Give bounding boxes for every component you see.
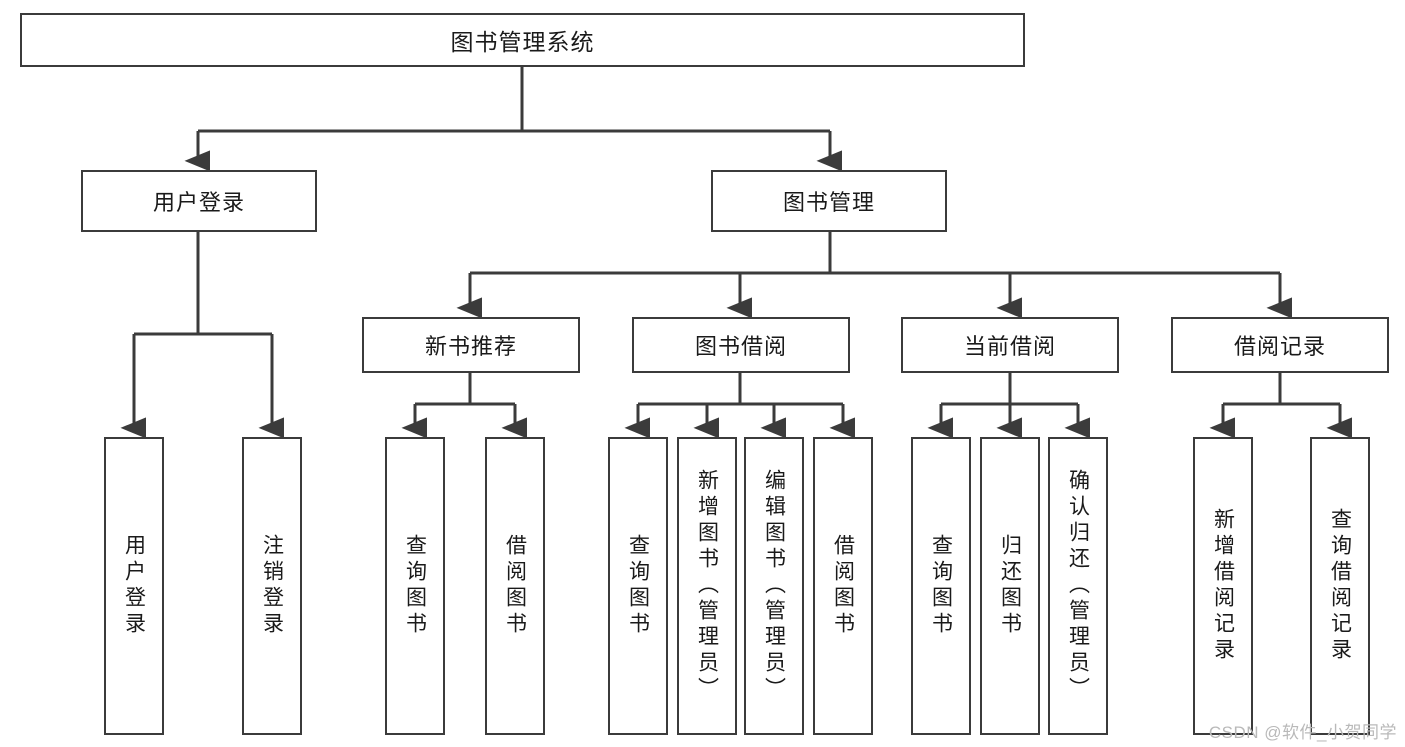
leaf-label: 借阅图书: [831, 534, 855, 638]
node-label: 图书借阅: [694, 334, 787, 359]
leaf-label: 新增借阅记录: [1211, 508, 1235, 664]
leaf-confirm-return[interactable]: 确认归还（管理员）: [1048, 437, 1108, 735]
node-book-management-system[interactable]: 图书管理系统: [20, 13, 1025, 67]
leaf-query-book-3[interactable]: 查询图书: [911, 437, 971, 735]
leaf-label: 用户登录: [122, 534, 146, 638]
leaf-query-record[interactable]: 查询借阅记录: [1310, 437, 1370, 735]
leaf-label: 注销登录: [260, 534, 284, 638]
leaf-add-record[interactable]: 新增借阅记录: [1193, 437, 1253, 735]
leaf-label: 归还图书: [998, 534, 1022, 638]
node-book-management[interactable]: 图书管理: [711, 170, 947, 232]
csdn-watermark: CSDN @软件_小贺同学: [1208, 723, 1397, 742]
leaf-label: 编辑图书（管理员）: [762, 469, 786, 703]
node-label: 借阅记录: [1233, 334, 1326, 359]
node-current-borrow[interactable]: 当前借阅: [901, 317, 1119, 373]
leaf-user-login[interactable]: 用户登录: [104, 437, 164, 735]
node-label: 新书推荐: [424, 334, 517, 359]
node-label: 用户登录: [152, 190, 245, 215]
leaf-label: 查询图书: [403, 534, 427, 638]
leaf-query-book-2[interactable]: 查询图书: [608, 437, 668, 735]
leaf-label: 查询借阅记录: [1328, 508, 1352, 664]
leaf-return-book[interactable]: 归还图书: [980, 437, 1040, 735]
node-label: 当前借阅: [963, 334, 1056, 359]
leaf-add-book[interactable]: 新增图书（管理员）: [677, 437, 737, 735]
node-label: 图书管理系统: [450, 29, 595, 55]
leaf-edit-book[interactable]: 编辑图书（管理员）: [744, 437, 804, 735]
leaf-label: 查询图书: [929, 534, 953, 638]
leaf-label: 确认归还（管理员）: [1066, 469, 1090, 703]
leaf-logout-login[interactable]: 注销登录: [242, 437, 302, 735]
node-label: 图书管理: [782, 190, 875, 215]
node-borrow-record[interactable]: 借阅记录: [1171, 317, 1389, 373]
node-new-book-recommend[interactable]: 新书推荐: [362, 317, 580, 373]
leaf-query-book-1[interactable]: 查询图书: [385, 437, 445, 735]
node-user-login[interactable]: 用户登录: [81, 170, 317, 232]
node-book-borrow[interactable]: 图书借阅: [632, 317, 850, 373]
leaf-label: 查询图书: [626, 534, 650, 638]
leaf-label: 新增图书（管理员）: [695, 469, 719, 703]
leaf-borrow-book-1[interactable]: 借阅图书: [485, 437, 545, 735]
leaf-label: 借阅图书: [503, 534, 527, 638]
leaf-borrow-book-2[interactable]: 借阅图书: [813, 437, 873, 735]
